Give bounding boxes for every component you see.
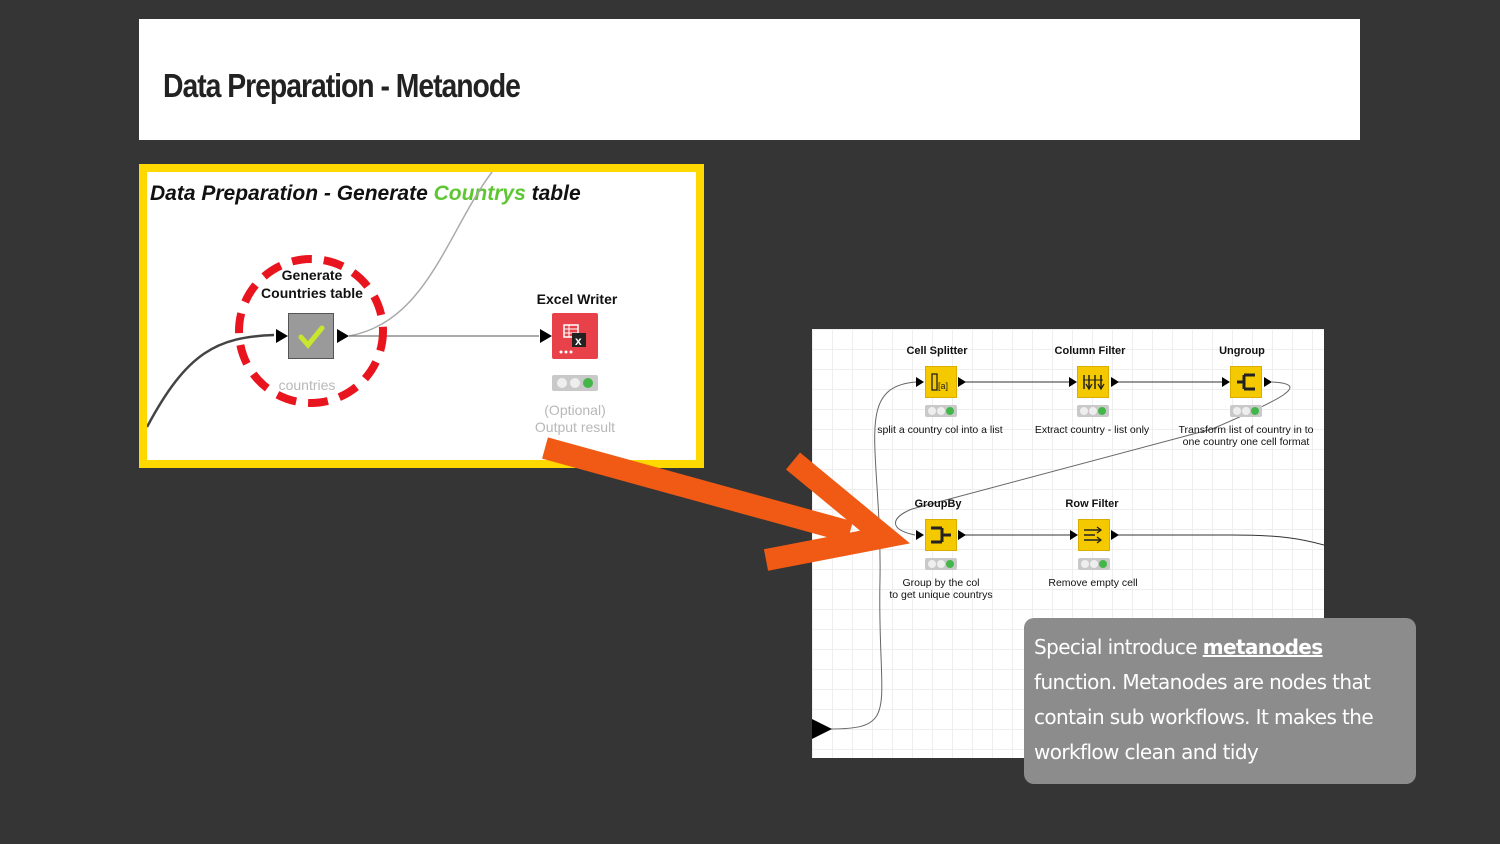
row-filter-status <box>1078 558 1110 570</box>
row-filter-icon <box>1084 526 1103 544</box>
left-workflow-canvas: Data Preparation - Generate Countrys tab… <box>147 172 696 460</box>
callout-keyword: metanodes <box>1202 635 1323 659</box>
metanode-connections <box>812 377 1324 739</box>
groupby-label: GroupBy <box>914 498 962 510</box>
cell-splitter-status <box>925 405 957 417</box>
cell-splitter-label: Cell Splitter <box>906 345 968 357</box>
row-filter-label: Row Filter <box>1065 498 1119 510</box>
row-filter-desc: Remove empty cell <box>1048 577 1138 589</box>
dashed-highlight-circle <box>235 255 387 407</box>
generate-label-line1: Generate <box>281 267 343 283</box>
groupby-node[interactable] <box>925 519 957 551</box>
column-filter-desc: Extract country - list only <box>1034 424 1150 436</box>
metanode-callout: Special introduce metanodes function. Me… <box>1024 618 1416 784</box>
ungroup-desc: Transform list of country in to one coun… <box>1166 424 1324 448</box>
output-port-icon <box>337 329 349 343</box>
title-suffix: table <box>525 182 581 205</box>
cell-splitter-node[interactable]: [a] <box>925 366 957 398</box>
check-icon <box>298 325 325 349</box>
excel-status-lights <box>552 375 598 391</box>
groupby-desc: Group by the col to get unique countrys <box>867 577 1015 601</box>
input-port-icon <box>276 329 288 343</box>
incoming-connection <box>147 333 275 428</box>
title-highlight: Countrys <box>433 182 526 205</box>
svg-text:[a]: [a] <box>938 381 948 391</box>
metanode-input-port-icon <box>812 719 832 739</box>
workflow-annotation-title: Data Preparation - Generate Countrys tab… <box>150 182 581 206</box>
ungroup-node[interactable] <box>1230 366 1262 398</box>
column-filter-status <box>1077 405 1109 417</box>
cell-splitter-desc: split a country col into a list <box>877 424 1003 436</box>
ungroup-desc-line1: Transform list of country in to <box>1178 424 1314 436</box>
slide-title: Data Preparation - Metanode <box>163 67 521 104</box>
column-filter-icon <box>1083 375 1105 391</box>
generate-countries-metanode[interactable] <box>288 313 334 359</box>
ungroup-status <box>1230 405 1262 417</box>
row-filter-node[interactable] <box>1078 519 1110 551</box>
groupby-status <box>925 558 957 570</box>
callout-text: Special introduce metanodes function. Me… <box>1034 630 1410 770</box>
excel-writer-label: Excel Writer <box>536 291 618 307</box>
left-connections <box>147 172 552 428</box>
excel-writer-caption: (Optional) Output result <box>507 402 643 436</box>
column-filter-label: Column Filter <box>1054 345 1126 357</box>
excel-caption-line2: Output result <box>534 419 616 435</box>
ungroup-label: Ungroup <box>1219 345 1265 357</box>
slide-title-bar: Data Preparation - Metanode <box>139 19 1360 140</box>
callout-text-after: function. Metanodes are nodes that conta… <box>1034 670 1374 764</box>
title-prefix: Data Preparation - Generate <box>150 182 434 205</box>
cell-splitter-icon: [a] <box>931 373 948 391</box>
ungroup-desc-line2: one country one cell format <box>1182 436 1310 448</box>
generate-label-line2: Countries table <box>261 285 363 301</box>
excel-icon: x <box>559 324 586 354</box>
groupby-icon <box>931 526 951 544</box>
ungroup-icon <box>1237 373 1255 391</box>
excel-input-port-icon <box>540 329 552 343</box>
generate-node-caption: countries <box>278 377 336 393</box>
groupby-desc-line1: Group by the col <box>902 577 980 589</box>
outgoing-connection-up <box>348 172 493 337</box>
svg-text:x: x <box>575 334 582 348</box>
groupby-desc-line2: to get unique countrys <box>889 589 993 601</box>
callout-text-before: Special introduce <box>1034 635 1203 659</box>
left-workflow-snapshot: Data Preparation - Generate Countrys tab… <box>139 164 704 468</box>
excel-caption-line1: (Optional) <box>544 402 606 418</box>
column-filter-node[interactable] <box>1077 366 1109 398</box>
excel-writer-node[interactable]: x <box>552 313 598 359</box>
generate-node-label: Generate Countries table <box>237 266 387 302</box>
